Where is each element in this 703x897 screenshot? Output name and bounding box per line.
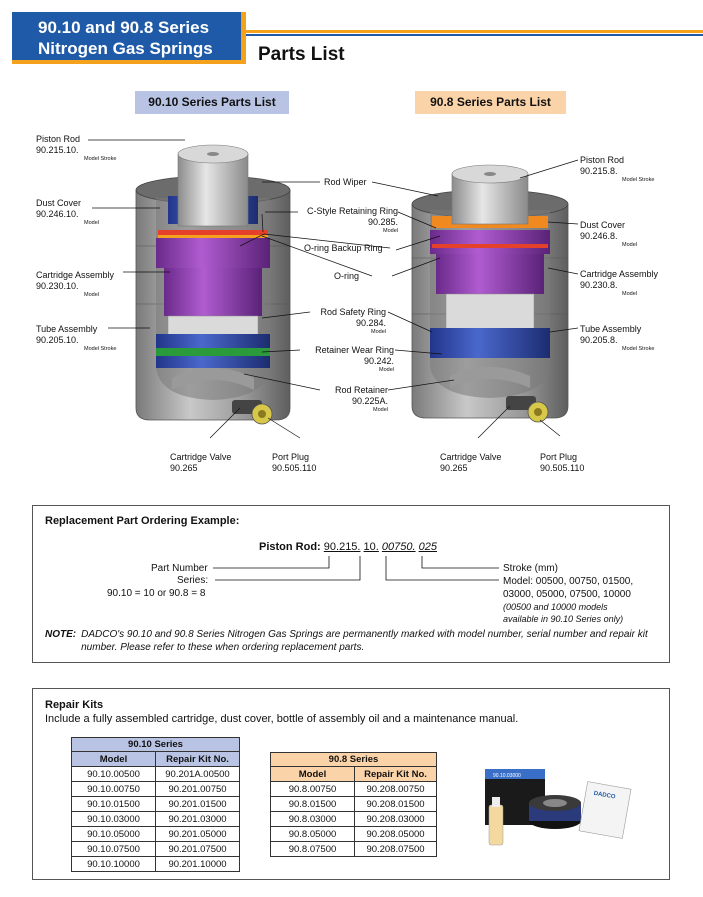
label-cartridge-assembly-8: Cartridge Assembly 90.230.8. Model [580,269,659,297]
column-header-model: Model [71,751,156,767]
label-dust-cover-10: Dust Cover 90.246.10. Model [36,198,99,226]
repair-kit-cell: 90.208.00750 [354,781,437,797]
series-label: Series: [177,575,209,586]
repair-kits-box: Repair Kits Include a fully assembled ca… [32,688,670,880]
stroke-label: Stroke (mm) [503,563,558,574]
label-rod-retainer: Rod Retainer 90.225A. Model [334,385,388,413]
label-tube-assembly-10: Tube Assembly 90.205.10. Model Stroke [36,324,117,352]
part-number-label: Part Number [151,563,208,574]
repair-kit-cell: 90.201.00750 [155,781,240,797]
model-line1: Model: 00500, 00750, 01500, [503,576,634,587]
header-rule-orange [246,30,703,33]
column-header-model: Model [270,766,355,782]
label-o-ring-backup-ring: O-ring Backup Ring [304,243,383,253]
repair-kit-cell: 90.201.07500 [155,841,240,857]
model-cell: 90.8.07500 [270,841,355,857]
label-rod-safety-ring: Rod Safety Ring 90.284. Model [320,307,386,335]
series-title-banner: 90.10 and 90.8 Series Nitrogen Gas Sprin… [12,12,246,64]
repair-kit-cell: 90.208.07500 [354,841,437,857]
kit-manual-brand: DADCO [593,791,616,801]
repair-kit-cell: 90.201.01500 [155,796,240,812]
model-cell: 90.10.05000 [71,826,156,842]
label-o-ring: O-ring [334,271,360,281]
label-port-plug-8: Port Plug 90.505.110 [540,452,585,473]
repair-kits-title: Repair Kits [45,699,104,711]
model-cell: 90.8.01500 [270,796,355,812]
model-note2: available in 90.10 Series only) [503,614,624,624]
ordering-example-box: Replacement Part Ordering Example: Pisto… [32,505,670,663]
note-label: NOTE: [45,629,77,640]
page-title: Parts List [258,44,345,65]
model-cell: 90.10.01500 [71,796,156,812]
table-caption: 90.8 Series [270,752,437,767]
model-cell: 90.10.03000 [71,811,156,827]
label-piston-rod-10: Piston Rod 90.215.10. Model Stroke [36,134,117,162]
series10-parts-label: 90.10 Series Parts List [135,91,289,114]
series-title-line1: 90.10 and 90.8 Series [38,18,210,37]
repair-kit-cell: 90.201.03000 [155,811,240,827]
repair-kit-cell: 90.201.10000 [155,856,240,872]
ordering-example-title: Replacement Part Ordering Example: [45,515,240,527]
leader-lines [88,139,579,439]
repair-kit-cell: 90.208.01500 [354,796,437,812]
label-cartridge-valve-10: Cartridge Valve 90.265 [170,452,232,473]
repair-kit-cell: 90.208.03000 [354,811,437,827]
label-port-plug-10: Port Plug 90.505.110 [272,452,317,473]
repair-kit-cell: 90.201.05000 [155,826,240,842]
spring-90-8 [411,164,569,423]
label-cartridge-valve-8: Cartridge Valve 90.265 [440,452,502,473]
table-caption: 90.10 Series [71,737,240,752]
repair-kit-cell: 90.208.05000 [354,826,437,842]
spring-90-10 [135,144,291,425]
series-title-line2: Nitrogen Gas Springs [38,39,213,58]
model-note1: (00500 and 10000 models [503,602,608,612]
model-line2: 03000, 05000, 07500, 10000 [503,589,631,600]
model-cell: 90.10.10000 [71,856,156,872]
header-rule-blue [246,34,703,36]
label-retainer-wear-ring: Retainer Wear Ring 90.242. Model [315,345,394,373]
parts-diagram: Piston Rod 90.215.10. Model Stroke Dust … [0,118,703,478]
ordering-example-part: Piston Rod: 90.215. 10. 00750. 025 [259,541,437,553]
model-cell: 90.8.03000 [270,811,355,827]
series-values: 90.10 = 10 or 90.8 = 8 [107,588,206,599]
repair-kit-photo: 90.10.03000 DADCO [485,769,632,846]
model-cell: 90.10.00750 [71,781,156,797]
series8-parts-label: 90.8 Series Parts List [415,91,566,114]
ordering-note: NOTE: DADCO's 90.10 and 90.8 Series Nitro… [45,628,651,654]
kit-box-label: 90.10.03000 [493,773,521,779]
label-rod-wiper: Rod Wiper [324,177,367,187]
model-cell: 90.8.00750 [270,781,355,797]
label-dust-cover-8: Dust Cover 90.246.8. Model [580,220,637,248]
repair-kits-subtitle: Include a fully assembled cartridge, dus… [45,713,519,725]
repair-kit-table-90-8: 90.8 Series Model Repair Kit No. 90.8.00… [270,752,437,857]
column-header-kit: Repair Kit No. [155,751,240,767]
gas-spring-cutaway-illustration [88,139,579,439]
model-cell: 90.10.07500 [71,841,156,857]
label-cartridge-assembly-10: Cartridge Assembly 90.230.10. Model [36,270,115,298]
label-piston-rod-8: Piston Rod 90.215.8. Model Stroke [580,155,655,183]
repair-kit-cell: 90.201A.00500 [155,766,240,782]
model-cell: 90.8.05000 [270,826,355,842]
model-cell: 90.10.00500 [71,766,156,782]
column-header-kit: Repair Kit No. [354,766,437,782]
note-text: DADCO's 90.10 and 90.8 Series Nitrogen G… [81,629,648,653]
label-c-style-retaining-ring: C-Style Retaining Ring 90.285. Model [306,206,398,234]
label-tube-assembly-8: Tube Assembly 90.205.8. Model Stroke [580,324,655,352]
repair-kit-table-90-10: 90.10 Series Model Repair Kit No. 90.10.… [71,737,240,872]
ordering-leader-lines [213,556,499,581]
